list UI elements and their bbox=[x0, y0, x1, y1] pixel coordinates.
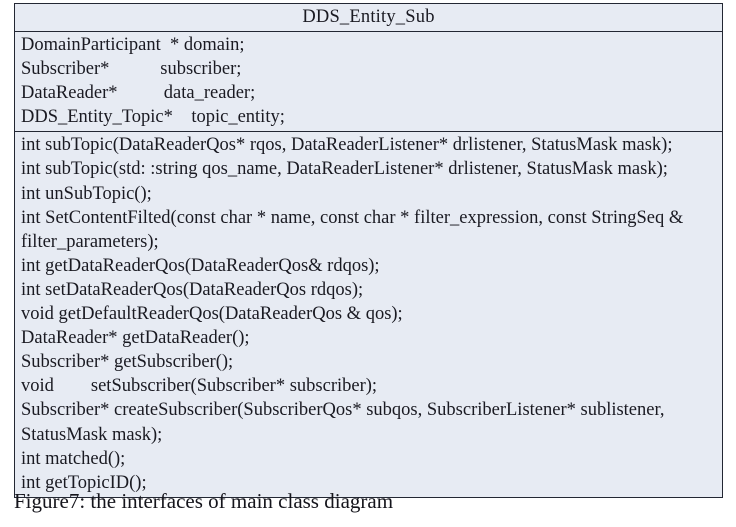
operation-row: Subscriber* getSubscriber(); bbox=[21, 352, 234, 373]
operation-row: Subscriber* createSubscriber(SubscriberQ… bbox=[21, 400, 670, 445]
attribute-row: DDS_Entity_Topic* topic_entity; bbox=[21, 107, 285, 128]
attribute-row: Subscriber* subscriber; bbox=[21, 59, 242, 80]
operation-row: DataReader* getDataReader(); bbox=[21, 328, 250, 349]
operation-row: int setDataReaderQos(DataReaderQos rdqos… bbox=[21, 279, 364, 300]
operation-row: void getDefaultReaderQos(DataReaderQos &… bbox=[21, 304, 403, 325]
attributes-compartment: DomainParticipant * domain; Subscriber* … bbox=[15, 32, 722, 133]
uml-class-box: DDS_Entity_Sub DomainParticipant * domai… bbox=[14, 3, 723, 498]
operation-row: int subTopic(std: :string qos_name, Data… bbox=[21, 159, 668, 180]
figure-caption: Figure7: the interfaces of main class di… bbox=[14, 489, 394, 513]
operation-row: int matched(); bbox=[21, 448, 126, 469]
operation-row: int SetContentFilted(const char * name, … bbox=[21, 207, 693, 252]
operation-row: int getDataReaderQos(DataReaderQos& rdqo… bbox=[21, 255, 380, 276]
operation-row: void setSubscriber(Subscriber* subscribe… bbox=[21, 376, 378, 397]
attribute-row: DomainParticipant * domain; bbox=[21, 35, 245, 55]
class-name-header: DDS_Entity_Sub bbox=[15, 4, 722, 32]
operation-row: int subTopic(DataReaderQos* rqos, DataRe… bbox=[21, 135, 673, 156]
operations-compartment: int subTopic(DataReaderQos* rqos, DataRe… bbox=[15, 132, 722, 496]
attribute-row: DataReader* data_reader; bbox=[21, 83, 256, 104]
operation-row: int unSubTopic(); bbox=[21, 183, 152, 204]
operation-row: int getTopicID(); bbox=[21, 472, 147, 493]
